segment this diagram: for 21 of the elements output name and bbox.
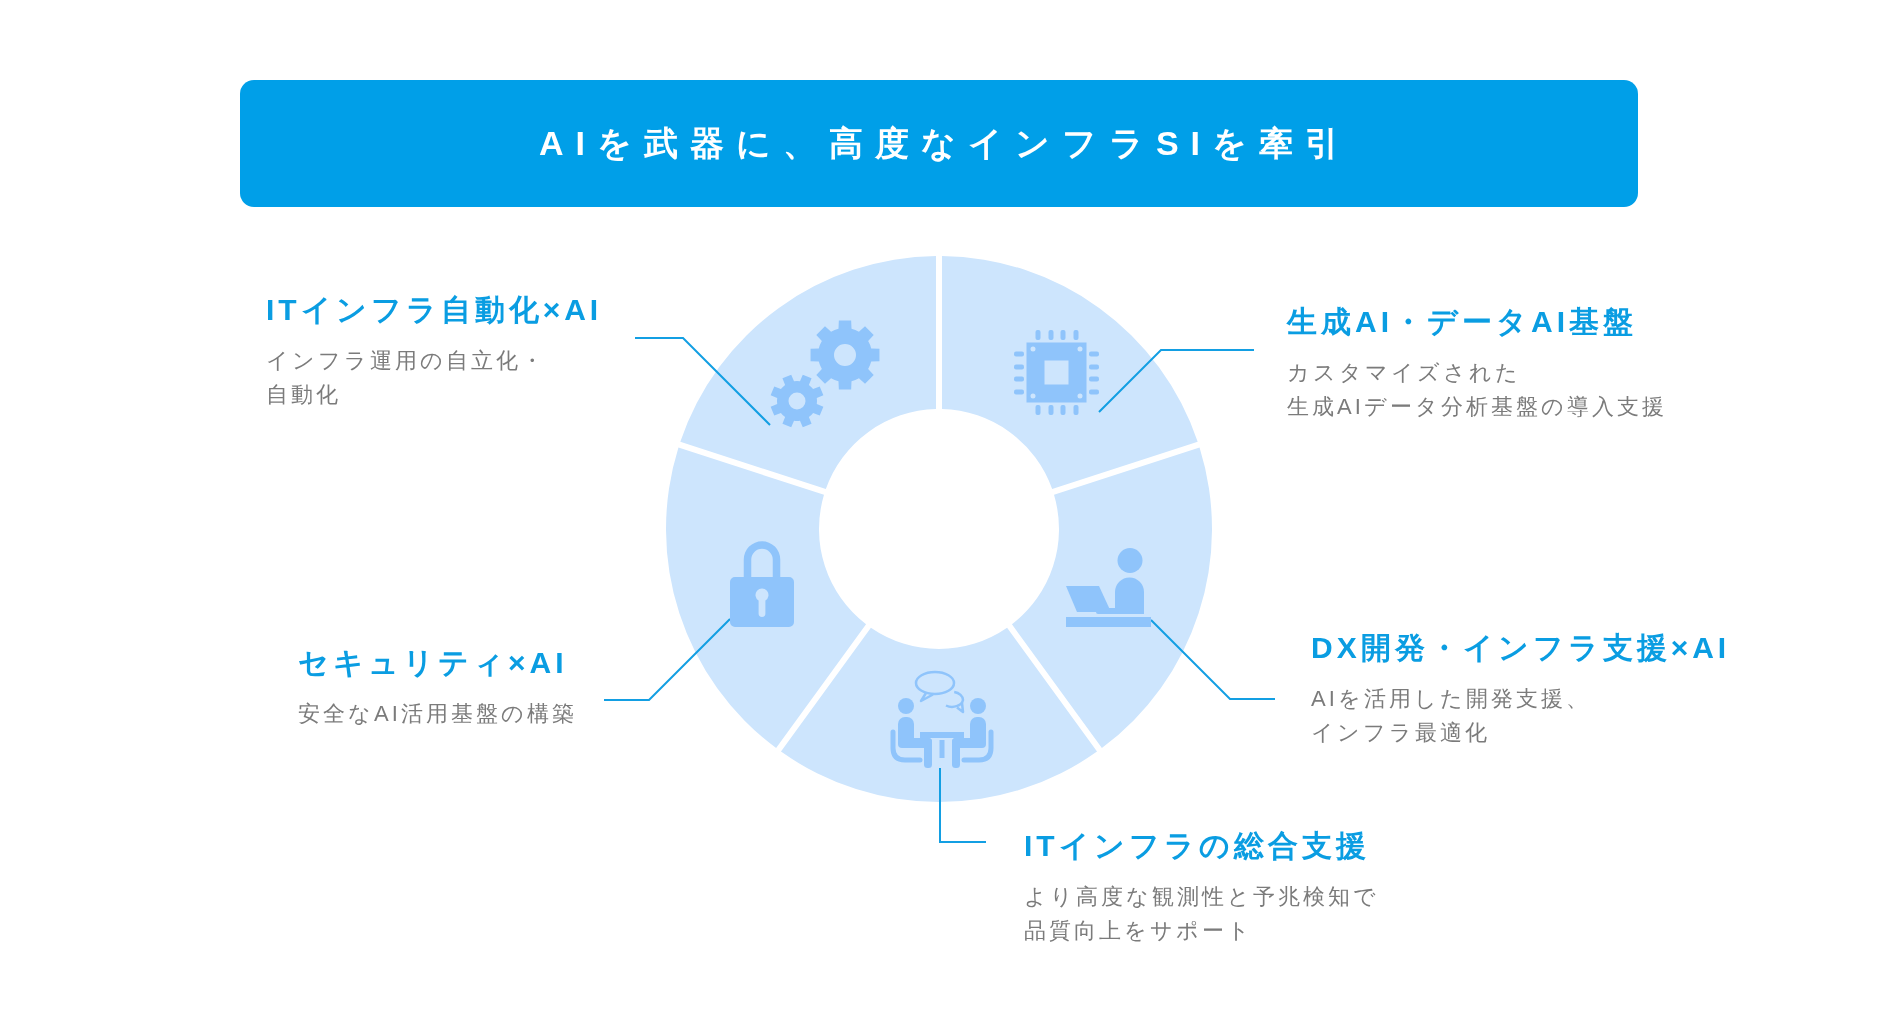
- title-banner: AIを武器に、高度なインフラSIを牽引: [240, 80, 1638, 207]
- leader-line: [939, 767, 987, 843]
- meeting-icon: [890, 670, 994, 768]
- heading: セキュリティ×AI: [298, 645, 568, 681]
- description: 安全なAI活用基盤の構築: [298, 700, 577, 728]
- description: インフラ運用の自立化・自動化: [266, 347, 546, 409]
- laptop-user-icon: [1066, 548, 1151, 627]
- leader-line: [603, 618, 731, 701]
- heading: ITインフラの総合支援: [1024, 828, 1370, 864]
- leader-line: [1150, 619, 1276, 700]
- description: より高度な観測性と予兆検知で品質向上をサポート: [1024, 883, 1379, 945]
- heading: 生成AI・データAI基盤: [1287, 304, 1637, 340]
- heading: DX開発・インフラ支援×AI: [1311, 630, 1731, 666]
- description: AIを活用した開発支援、インフラ最適化: [1311, 685, 1591, 747]
- chip-icon: [1014, 330, 1099, 415]
- gears-icon: [770, 319, 880, 428]
- heading: ITインフラ自動化×AI: [266, 292, 603, 328]
- lock-icon: [730, 541, 794, 627]
- description: カスタマイズされた生成AIデータ分析基盤の導入支援: [1287, 359, 1667, 421]
- leader-line: [634, 337, 771, 426]
- leader-line: [1098, 349, 1255, 413]
